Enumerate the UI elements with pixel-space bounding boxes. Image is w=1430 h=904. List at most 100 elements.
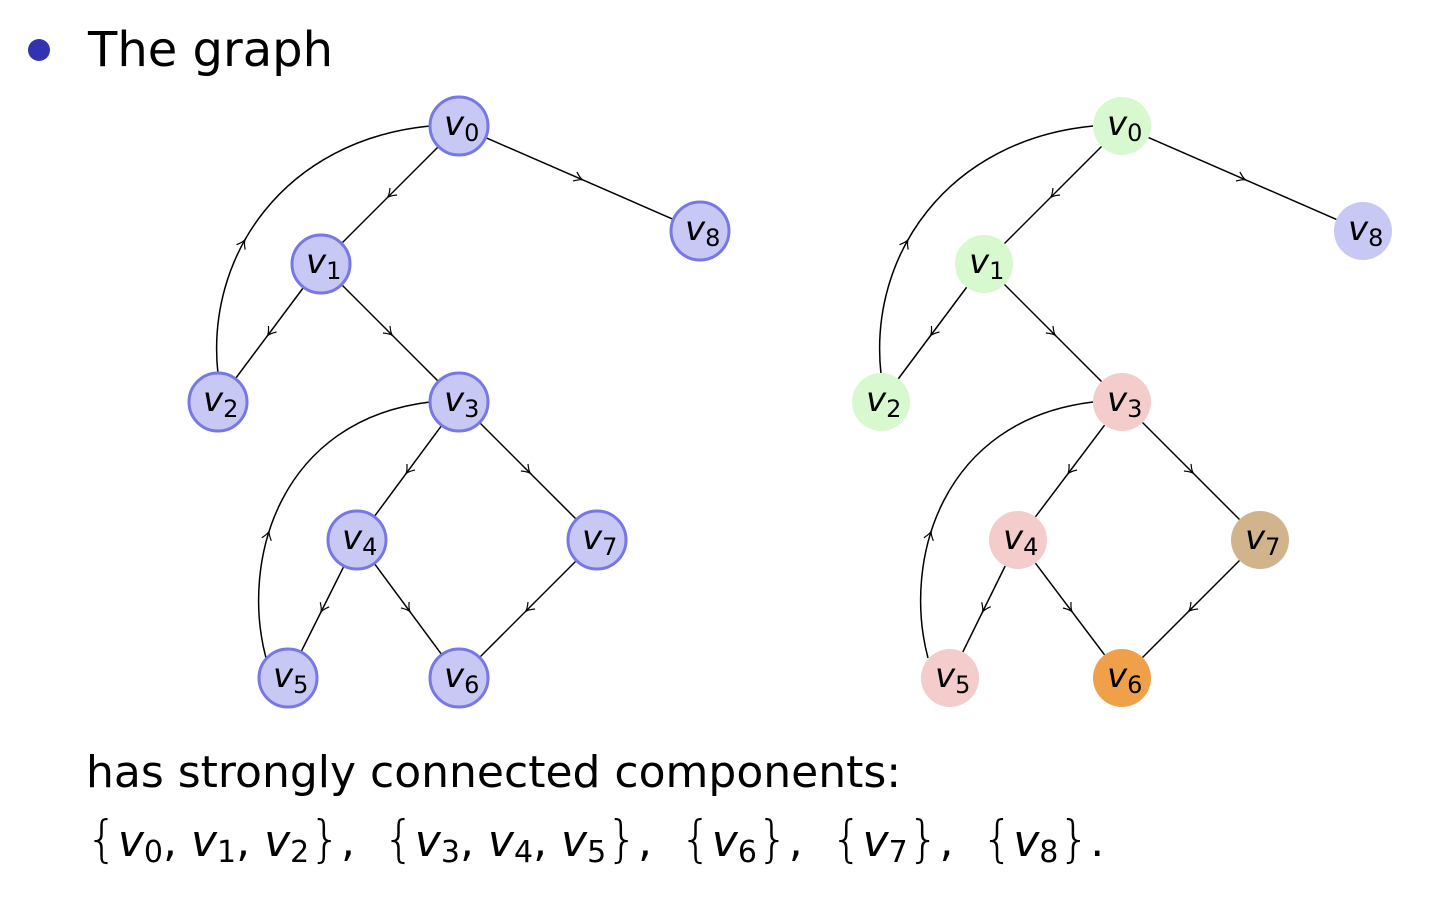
node-label: v0 <box>444 104 479 147</box>
node-circle <box>1093 97 1151 155</box>
node-subscript: 3 <box>464 395 479 423</box>
edge-v7-v6 <box>478 559 578 659</box>
node-circle <box>1334 202 1392 260</box>
edge-v0-v1 <box>340 145 440 245</box>
node-v8: v8 <box>1334 202 1392 260</box>
component-set: {v0, v1, v2}, <box>86 810 383 870</box>
node-subscript: 4 <box>1023 533 1038 561</box>
node-circle <box>326 509 388 571</box>
node-v6: v6 <box>428 647 490 709</box>
node-circle <box>955 235 1013 293</box>
bullet-dot-icon <box>28 39 50 61</box>
node-subscript: 7 <box>1265 533 1280 561</box>
node-subscript: 4 <box>362 533 377 561</box>
node-circle <box>257 647 319 709</box>
node-circle <box>428 95 490 157</box>
node-subscript: 2 <box>223 395 238 423</box>
node-circle <box>290 233 352 295</box>
node-subscript: 3 <box>1127 395 1142 423</box>
edge-v4-v6 <box>373 562 443 656</box>
node-circle <box>1093 373 1151 431</box>
node-v5: v5 <box>921 649 979 707</box>
edge-v2-v0 <box>216 125 431 375</box>
node-label: v7 <box>582 518 617 561</box>
node-v7: v7 <box>1231 511 1289 569</box>
edge-v0-v1 <box>1003 145 1103 245</box>
edge-v2-v0 <box>879 125 1094 375</box>
edge-v1-v2 <box>897 286 968 380</box>
edge-v0-v8 <box>485 136 674 221</box>
node-v4: v4 <box>989 511 1047 569</box>
edge-v5-v3 <box>919 401 1094 659</box>
component-set: {v6}, <box>679 810 831 870</box>
footer-text: has strongly connected components: {v0, … <box>86 740 1104 875</box>
node-subscript: 0 <box>1127 119 1142 147</box>
node-v1: v1 <box>955 235 1013 293</box>
node-circle <box>428 647 490 709</box>
edge-arrowhead <box>899 238 909 250</box>
node-v2: v2 <box>852 373 910 431</box>
node-subscript: 7 <box>602 533 617 561</box>
node-v7: v7 <box>566 509 628 571</box>
edge-v3-v7 <box>1141 421 1241 521</box>
node-subscript: 5 <box>955 671 970 699</box>
node-circle <box>1093 649 1151 707</box>
node-v0: v0 <box>1093 97 1151 155</box>
node-label: v4 <box>342 518 377 561</box>
node-subscript: 8 <box>1368 224 1383 252</box>
node-v1: v1 <box>290 233 352 295</box>
edge-v7-v6 <box>1141 559 1241 659</box>
edge-v4-v5 <box>300 565 345 653</box>
node-subscript: 0 <box>464 119 479 147</box>
edge-arrowhead <box>236 238 246 250</box>
footer-line-1: has strongly connected components: <box>86 747 902 798</box>
edges-right <box>879 125 1337 659</box>
node-circle <box>921 649 979 707</box>
node-subscript: 1 <box>326 257 341 285</box>
edge-v1-v3 <box>340 283 440 383</box>
edge-arrowhead <box>520 463 532 475</box>
edge-v3-v4 <box>373 424 443 518</box>
node-v2: v2 <box>187 371 249 433</box>
component-set: {v7}, <box>830 810 982 870</box>
nodes-right: v0 v1 v2 v3 v4 v5 v6 v7 v8 <box>852 97 1392 707</box>
node-v3: v3 <box>1093 373 1151 431</box>
bullet-text: The graph <box>88 22 334 78</box>
bullet-item: The graph <box>28 18 333 82</box>
node-circle <box>989 511 1047 569</box>
node-circle <box>852 373 910 431</box>
edge-v3-v4 <box>1034 424 1106 518</box>
node-circle <box>669 200 731 262</box>
node-circle <box>566 509 628 571</box>
node-subscript: 1 <box>989 257 1004 285</box>
edge-v5-v3 <box>257 401 431 659</box>
edge-arrowhead <box>923 530 934 542</box>
node-v5: v5 <box>257 647 319 709</box>
node-subscript: 2 <box>886 395 901 423</box>
node-subscript: 5 <box>293 671 308 699</box>
node-v4: v4 <box>326 509 388 571</box>
node-v3: v3 <box>428 371 490 433</box>
edges-left <box>216 125 674 659</box>
edge-arrowhead <box>382 325 394 337</box>
node-circle <box>187 371 249 433</box>
edge-v1-v3 <box>1003 283 1103 383</box>
node-circle <box>1231 511 1289 569</box>
edge-v1-v2 <box>234 286 305 380</box>
node-subscript: 8 <box>705 224 720 252</box>
graph-right: v0 v1 v2 v3 v4 v5 v6 v7 v8 <box>852 97 1392 707</box>
node-subscript: 6 <box>1127 671 1142 699</box>
component-set: {v3, v4, v5}, <box>382 810 680 870</box>
edge-arrowhead <box>524 601 536 613</box>
node-v0: v0 <box>428 95 490 157</box>
node-v8: v8 <box>669 200 731 262</box>
node-v6: v6 <box>1093 649 1151 707</box>
nodes-left: v0 v1 v2 v3 v4 v5 v6 v7 v8 <box>187 95 731 709</box>
component-set: {v8}. <box>981 810 1105 870</box>
edge-arrowhead <box>386 187 398 199</box>
edge-v3-v7 <box>478 421 578 521</box>
edge-arrowhead <box>981 602 991 613</box>
edge-v0-v8 <box>1148 136 1337 221</box>
edge-v4-v6 <box>1034 562 1106 656</box>
